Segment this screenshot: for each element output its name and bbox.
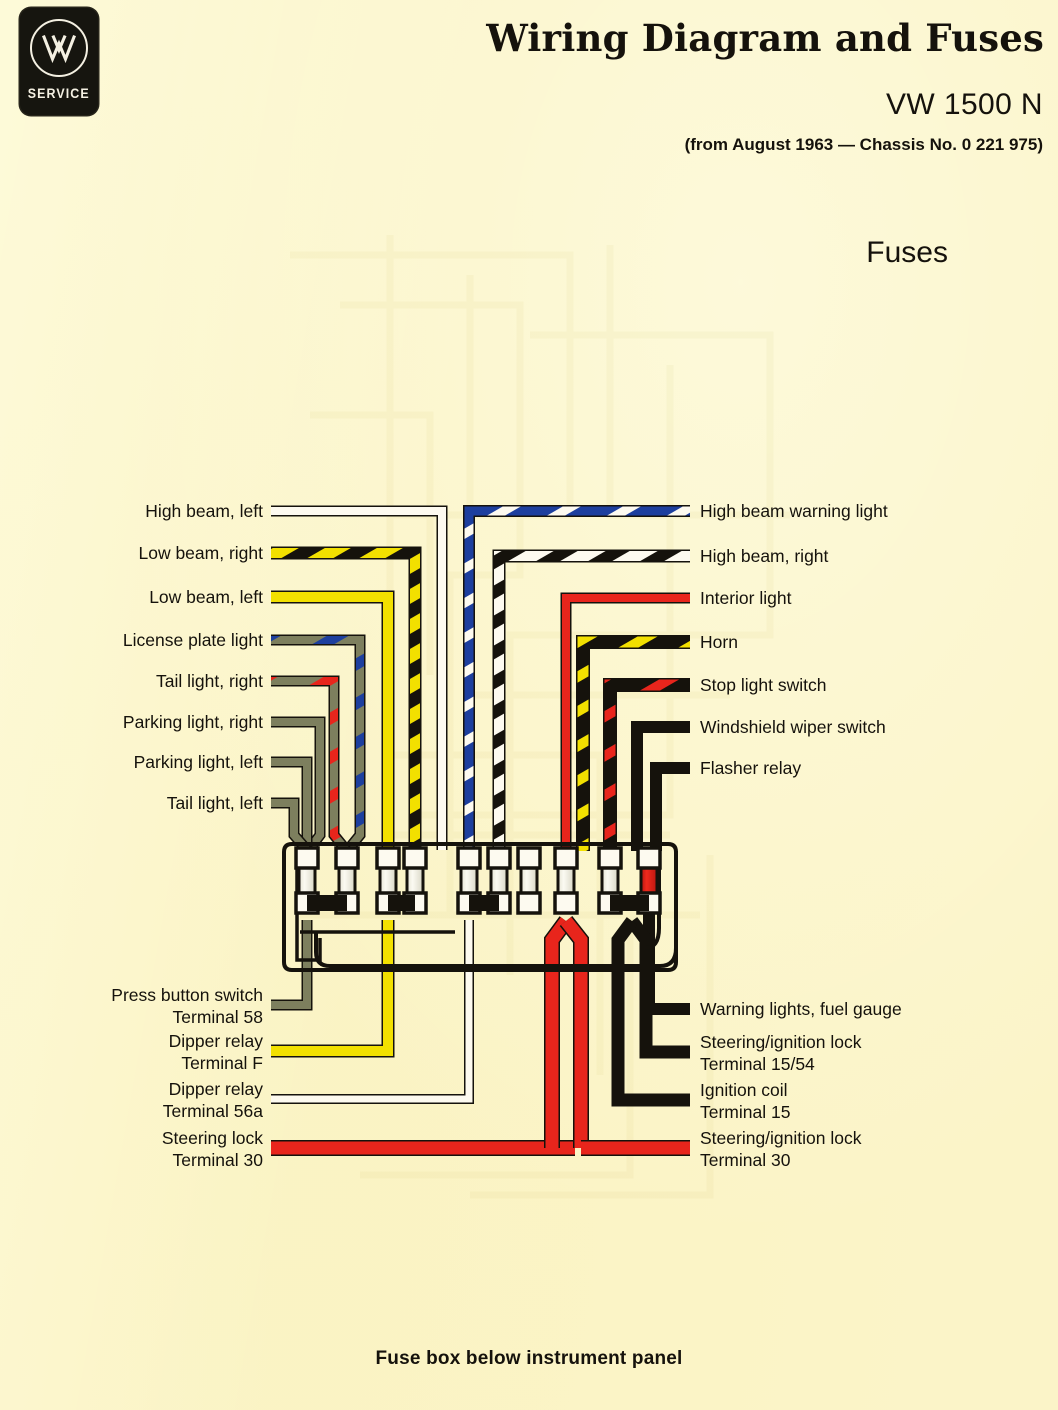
fuse-terminal-top	[486, 846, 512, 870]
wire-flasher-relay	[650, 762, 690, 851]
label-bottom-left-3-line2: Terminal 56a	[163, 1101, 263, 1121]
label-right-7: Flasher relay	[700, 758, 801, 778]
fuse-terminal-top	[375, 846, 401, 870]
label-left-1: High beam, left	[145, 501, 263, 521]
fuse-terminal-top	[334, 846, 360, 870]
label-bottom-left-3-line1: Dipper relay	[169, 1079, 264, 1099]
label-left-8: Tail light, left	[167, 793, 263, 813]
label-bottom-left-4-line1: Steering lock	[162, 1128, 263, 1148]
label-bottom-right-4-line2: Terminal 30	[700, 1150, 791, 1170]
page-title: Wiring Diagram and Fuses	[486, 16, 1044, 60]
label-right-2: High beam, right	[700, 546, 829, 566]
wire-dipper-relay-tf	[271, 920, 395, 1058]
label-left-7: Parking light, left	[134, 752, 264, 772]
label-bottom-right-3-line1: Ignition coil	[700, 1080, 788, 1100]
label-right-3: Interior light	[700, 588, 792, 608]
wire-steering-ignition-lock-t1554	[626, 917, 690, 1059]
badge-service-text: SERVICE	[27, 86, 91, 101]
fuse-8[interactable]	[553, 846, 579, 915]
label-left-5: Tail light, right	[156, 671, 263, 691]
label-bottom-left-1-line2: Terminal 58	[173, 1007, 263, 1027]
label-bottom-right-1-line1: Warning lights, fuel gauge	[700, 999, 902, 1019]
footer-caption: Fuse box below instrument panel	[375, 1348, 683, 1369]
fuse-terminal-top	[402, 846, 428, 870]
label-left-3: Low beam, left	[149, 587, 263, 607]
bus-bar-1-2	[307, 895, 347, 911]
label-bottom-right-4-line1: Steering/ignition lock	[700, 1128, 862, 1148]
label-right-5: Stop light switch	[700, 675, 826, 695]
label-left-6: Parking light, right	[123, 712, 263, 732]
label-left-4: License plate light	[123, 630, 263, 650]
label-right-1: High beam warning light	[700, 501, 888, 521]
label-bottom-left-4-line2: Terminal 30	[173, 1150, 264, 1170]
page-model: VW 1500 N	[886, 88, 1043, 121]
label-right-4: Horn	[700, 632, 738, 652]
fuse-terminal-bottom	[516, 891, 542, 915]
bus-bar-5-6	[469, 895, 499, 911]
label-left-2: Low beam, right	[138, 543, 263, 563]
wire-red-trunk-left	[544, 916, 573, 1148]
fuse-terminal-bottom	[553, 891, 579, 915]
section-heading-fuses: Fuses	[866, 236, 948, 269]
fuse-terminal-top	[636, 846, 662, 870]
fuse-7[interactable]	[516, 846, 542, 915]
label-bottom-left-2-line1: Dipper relay	[169, 1031, 264, 1051]
label-right-6: Windshield wiper switch	[700, 717, 886, 737]
label-bottom-right-3-line2: Terminal 15	[700, 1102, 790, 1122]
fuse-terminal-top	[294, 846, 320, 870]
page-subtitle: (from August 1963 — Chassis No. 0 221 97…	[684, 135, 1043, 154]
label-bottom-right-2-line2: Terminal 15/54	[700, 1054, 815, 1074]
wire-windshield-wiper-switch	[631, 721, 690, 851]
wire-red-trunk-right	[559, 916, 589, 1148]
label-bottom-right-2-line1: Steering/ignition lock	[700, 1032, 862, 1052]
fuse-terminal-top	[553, 846, 579, 870]
bus-bar-3-4	[388, 895, 415, 911]
label-bottom-left-2-line2: Terminal F	[181, 1053, 263, 1073]
fuse-terminal-top	[597, 846, 623, 870]
fuse-terminal-top	[516, 846, 542, 870]
wire-bundle	[271, 505, 690, 1156]
fuse-terminal-top	[456, 846, 482, 870]
label-bottom-left-1-line1: Press button switch	[111, 985, 263, 1005]
vw-logo-icon	[30, 19, 88, 77]
vw-service-badge: SERVICE	[20, 8, 98, 115]
bus-bar-9-10	[610, 895, 649, 911]
